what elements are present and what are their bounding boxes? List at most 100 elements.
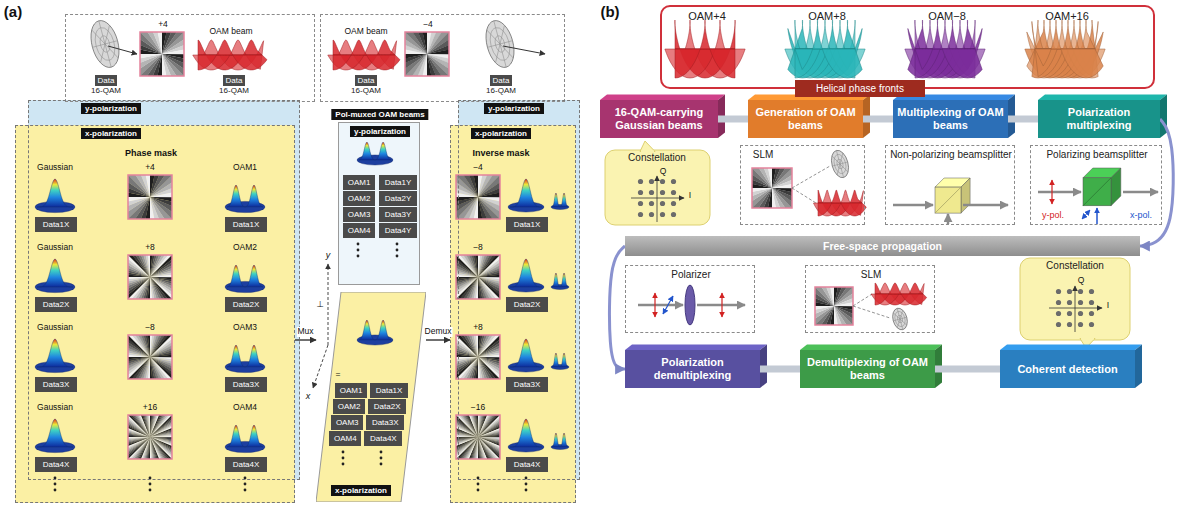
phase-sector <box>150 277 155 299</box>
dashed-callout: Non-polarizing beamsplitter <box>885 145 1015 225</box>
dish-face <box>86 17 124 70</box>
helical-wavefront <box>675 20 735 78</box>
ellipsis-dot <box>149 489 152 492</box>
constellation-point <box>1067 300 1072 305</box>
tag-text: OAM2 <box>348 194 371 203</box>
phase-sector <box>133 175 150 197</box>
panel-heading: y-polarization <box>81 103 141 114</box>
ellipsis-dot <box>396 243 399 246</box>
ellipsis-dot <box>342 457 345 460</box>
ellipsis-dot <box>149 483 152 486</box>
data-tag: Data16-QAM <box>348 72 384 98</box>
data-tag: Data1X <box>225 217 267 232</box>
shape-fills <box>15 94 1167 503</box>
tag-text: Data2X <box>514 300 541 309</box>
phase-sector <box>137 255 150 277</box>
phase-sector <box>405 54 427 63</box>
phase-sector <box>162 54 171 76</box>
phase-sector <box>478 344 500 357</box>
cube-side <box>1111 168 1121 206</box>
ellipsis-dot <box>477 489 480 492</box>
tag-text: Data <box>95 75 118 86</box>
phase-sector <box>456 357 478 370</box>
tag-text: OAM2 <box>338 402 361 411</box>
helical-wavefront <box>198 40 267 70</box>
label: OAM3 <box>233 323 257 333</box>
phase-sector <box>150 435 172 438</box>
phase-sector <box>137 335 150 357</box>
tag-text: Data4X <box>370 434 397 443</box>
oam-beam-profile <box>552 273 568 287</box>
bar-text: Free-space propagation <box>823 240 942 252</box>
tag-text: Data1X <box>233 220 260 229</box>
dish-grid <box>897 308 900 319</box>
gaussian-beam-profile <box>37 419 73 447</box>
ellipsis-dot <box>54 477 57 480</box>
phase-sector <box>752 188 772 203</box>
phase-sector <box>478 357 487 379</box>
phase-sector <box>150 428 172 437</box>
phase-sector <box>128 277 150 290</box>
data-tag: OAM4 <box>343 223 375 238</box>
block-text: 16-QAM-carrying Gaussian beams <box>604 106 714 131</box>
tag-text: Data3X <box>372 418 399 427</box>
cube-diagonal <box>935 187 961 213</box>
data-tag: Data3X <box>35 377 77 392</box>
label: = <box>336 370 341 380</box>
constellation-point <box>638 201 643 206</box>
phase-sector <box>150 188 172 197</box>
arrow-line <box>631 198 684 199</box>
tag-text: Data4X <box>43 460 70 469</box>
pipe-connector <box>1008 116 1038 123</box>
arrow-line <box>108 46 137 54</box>
block-text: Coherent detection <box>1017 363 1117 376</box>
label: I <box>689 191 691 201</box>
arrow-line <box>963 204 1008 207</box>
arrow-line <box>721 293 722 317</box>
phase-sector <box>145 32 162 54</box>
phase-sector <box>478 348 500 357</box>
constellation-point <box>660 212 665 217</box>
phase-sector <box>752 188 772 196</box>
label: Gaussian <box>37 403 73 413</box>
phase-sector <box>150 437 156 459</box>
tag-text: Data3X <box>43 380 70 389</box>
ellipsis-dot <box>54 483 57 486</box>
process-block: Demultiplexing of OAM beams <box>800 350 935 388</box>
phase-sector <box>764 168 772 188</box>
phase-sector <box>162 54 179 76</box>
phase-sector <box>474 415 478 437</box>
phase-sector <box>469 335 478 357</box>
phase-sector <box>405 54 427 71</box>
phase-sector <box>772 188 787 208</box>
phase-sector <box>478 188 500 197</box>
beam-label: OAM+16 <box>1045 10 1089 23</box>
ellipsis-dot <box>357 255 360 258</box>
helical-wavefront <box>795 20 862 78</box>
phase-sector <box>150 431 172 437</box>
phase-sector <box>150 437 154 459</box>
phase-sector <box>150 268 172 277</box>
edge-label: Demux <box>424 327 453 337</box>
panel-fill <box>15 125 295 503</box>
dashed-guide <box>792 166 830 188</box>
phase-sector <box>478 435 500 438</box>
label: OAM4 <box>233 403 257 413</box>
dashed-callout: +4OAM beamData16-QAMData16-QAM <box>65 14 315 102</box>
phase-sector <box>456 437 478 446</box>
tag-text: Data1Y <box>385 178 412 187</box>
edge-label: Mux <box>296 327 314 337</box>
data-tag: OAM4 <box>329 431 361 446</box>
tag-text: OAM4 <box>334 434 357 443</box>
phase-sector <box>128 357 150 366</box>
gaussian-beam-profile <box>37 179 73 207</box>
phase-sector <box>427 54 444 76</box>
dashed-callout: SLM <box>805 265 935 333</box>
phase-mask <box>128 255 172 299</box>
dish-grid <box>105 41 118 44</box>
dish-face <box>481 17 519 70</box>
helical-wavefront <box>1035 20 1103 78</box>
constellation-point <box>1089 289 1094 294</box>
gaussian-beam-profile <box>37 259 73 287</box>
